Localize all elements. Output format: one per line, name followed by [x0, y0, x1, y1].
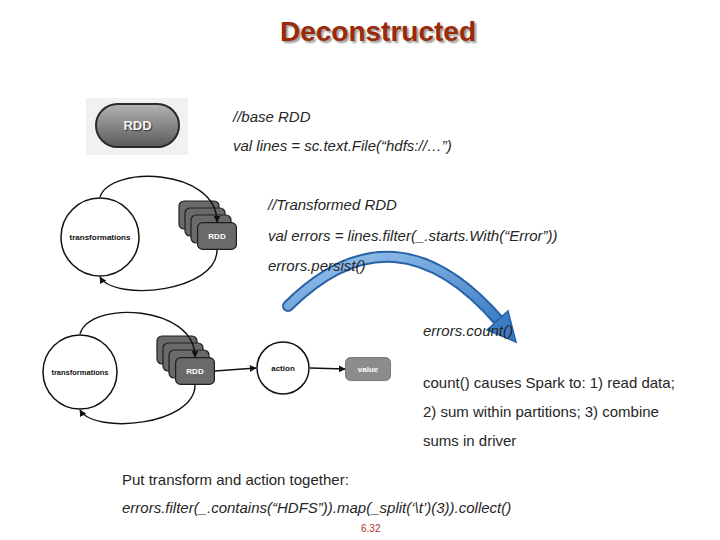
action-circle: action [256, 341, 310, 395]
connector-arrow [310, 368, 345, 369]
circle-outline [61, 198, 139, 276]
value-outline [346, 358, 391, 381]
node-label: RDD [197, 222, 237, 250]
slide-title: Deconstructed [0, 16, 720, 48]
rdd-card: RDD [175, 357, 215, 385]
pill-outline [96, 104, 179, 147]
image-frame [86, 98, 188, 155]
process-circle: transformations [60, 197, 140, 277]
card-outline [198, 223, 237, 250]
node-label: RDD [175, 357, 215, 385]
code-comment: //Transformed RDD [268, 196, 397, 213]
note-text: Put transform and action together: [122, 471, 349, 488]
value-box: value [345, 357, 391, 381]
page-number: 6.32 [361, 523, 380, 534]
node-label: value [345, 357, 391, 381]
note-text: count() causes Spark to: 1) read data; 2… [423, 368, 685, 455]
code-line: errors.persist() [268, 257, 366, 274]
circle-outline [43, 335, 117, 409]
node-label: action [256, 341, 310, 395]
rdd-pill: RDD [95, 103, 180, 148]
code-line: errors.count() [423, 322, 513, 339]
code-line: errors.filter(_.contains(“HDFS”)).map(_s… [122, 499, 511, 516]
node-label: transformations [42, 334, 118, 410]
code-line: val lines = sc.text.File(“hdfs://…”) [233, 137, 452, 154]
code-line: val errors = lines.filter(_.starts.With(… [268, 227, 557, 244]
connector-arrow [215, 368, 256, 371]
node-label: transformations [60, 197, 140, 277]
code-comment: //base RDD [233, 108, 311, 125]
circle-outline [257, 342, 309, 394]
node-label: RDD [95, 103, 180, 148]
process-circle: transformations [42, 334, 118, 410]
card-outline [176, 358, 215, 385]
rdd-card: RDD [197, 222, 237, 250]
